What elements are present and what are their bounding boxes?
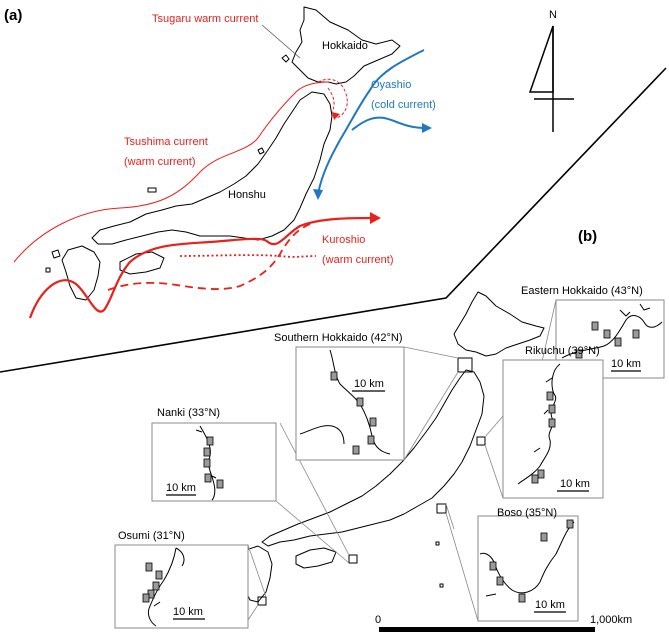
scale-bar-start: 0 [375, 614, 381, 626]
inset-osumi-scale: 10 km [173, 606, 203, 618]
inset-eastern-hokkaido-scale: 10 km [611, 358, 641, 370]
quadrat-icon [145, 562, 153, 572]
oyashio-type: (cold current) [371, 99, 436, 111]
quadrat-icon [155, 570, 163, 580]
tsugaru-label: Tsugaru warm current [152, 13, 258, 25]
quadrat-icon [204, 473, 212, 483]
north-label: N [549, 9, 557, 21]
quadrat-icon [603, 329, 611, 339]
quadrat-icon [537, 469, 545, 479]
site-marker-osumi [257, 596, 267, 606]
shikoku-coast [119, 251, 165, 275]
oyashio-label: Oyashio [371, 79, 411, 91]
hokkaido-label: Hokkaido [322, 40, 368, 52]
quadrat-icon [216, 479, 224, 489]
quadrat-icon [203, 458, 211, 468]
inset-osumi-title: Osumi (31°N) [118, 530, 185, 542]
tsushima-label: Tsushima current [124, 136, 208, 148]
tsugaru-current: Tsugaru warm current [152, 13, 348, 120]
panel-b-label: (b) [578, 228, 597, 245]
inset-nanki-scale: 10 km [166, 482, 196, 494]
quadrat-icon [369, 417, 377, 427]
quadrat-icon [518, 593, 526, 603]
inset-eastern-hokkaido-title: Eastern Hokkaido (43°N) [521, 285, 643, 297]
inset-southern-hokkaido-scale: 10 km [354, 378, 384, 390]
quadrat-icon [531, 474, 539, 484]
inset-southern-hokkaido: 10 km Southern Hokkaido (42°N) [274, 332, 405, 461]
quadrat-icon [203, 447, 211, 457]
quadrat-icon [152, 581, 160, 591]
inset-rikuchu-title: Rikuchu (39°N) [525, 345, 600, 357]
tsushima-type: (warm current) [124, 156, 196, 168]
kuroshio-label: Kuroshio [322, 234, 365, 246]
inset-boso-scale: 10 km [535, 599, 565, 611]
inset-boso-title: Boso (35°N) [497, 507, 557, 519]
quadrat-icon [614, 337, 622, 347]
tsushima-current: Tsushima current (warm current) [13, 81, 331, 263]
quadrat-icon [356, 397, 364, 407]
inset-rikuchu: 10 km Rikuchu (39°N) [502, 345, 604, 499]
hokkaido-coast-b [453, 291, 545, 357]
inset-boso: 10 km Boso (35°N) [477, 507, 579, 622]
quadrat-icon [591, 321, 599, 331]
map-a: Tsugaru warm current Oyashio (cold curre… [13, 6, 436, 319]
honshu-coast [91, 91, 333, 245]
inset-osumi: 10 km Osumi (31°N) [114, 530, 249, 629]
inset-nanki-title: Nanki (33°N) [157, 407, 220, 419]
north-arrow-icon: N [528, 9, 574, 132]
inset-rikuchu-scale: 10 km [560, 478, 590, 490]
kuroshio-type: (warm current) [322, 254, 394, 266]
shikoku-coast-b [295, 547, 337, 569]
inset-southern-hokkaido-title: Southern Hokkaido (42°N) [274, 332, 403, 344]
hokkaido-coast [291, 6, 401, 85]
honshu-label: Honshu [228, 189, 266, 201]
quadrat-icon [206, 436, 214, 446]
quadrat-icon [489, 561, 497, 571]
island-b2 [435, 541, 440, 546]
panel-divider [0, 67, 667, 373]
island-a1 [281, 54, 290, 63]
quadrat-icon [330, 371, 338, 381]
island-a3 [147, 187, 157, 193]
scale-bar-end: 1,000km [590, 614, 632, 626]
quadrat-icon [496, 576, 504, 586]
site-marker-southern-hokkaido [457, 357, 473, 373]
island-a4 [51, 249, 61, 259]
distance-scale-bar: 0 1,000km [375, 614, 632, 632]
honshu-coast-b [261, 369, 485, 547]
site-marker-nanki [348, 554, 358, 564]
oyashio-current: Oyashio (cold current) [313, 49, 436, 200]
kuroshio-current: Kuroshio (warm current) [28, 212, 394, 319]
quadrat-icon [566, 519, 574, 529]
inset-nanki: 10 km Nanki (33°N) [151, 407, 277, 502]
panel-a-label: (a) [4, 7, 22, 24]
quadrat-icon [548, 404, 556, 414]
site-marker-rikuchu [476, 436, 486, 446]
quadrat-icon [352, 445, 360, 455]
quadrat-icon [367, 435, 375, 445]
island-b3 [439, 583, 444, 588]
island-a5 [45, 267, 51, 273]
quadrat-icon [142, 593, 150, 603]
quadrat-icon [575, 349, 583, 359]
island-a2 [257, 147, 265, 155]
quadrat-icon [632, 329, 640, 339]
quadrat-icon [540, 532, 548, 542]
kyushu-coast [61, 245, 101, 301]
map-b: 10 km Eastern Hokkaido (43°N) 10 km Sout… [114, 285, 665, 632]
site-marker-boso [436, 503, 447, 514]
quadrat-icon [546, 391, 554, 401]
quadrat-icon [548, 418, 556, 428]
